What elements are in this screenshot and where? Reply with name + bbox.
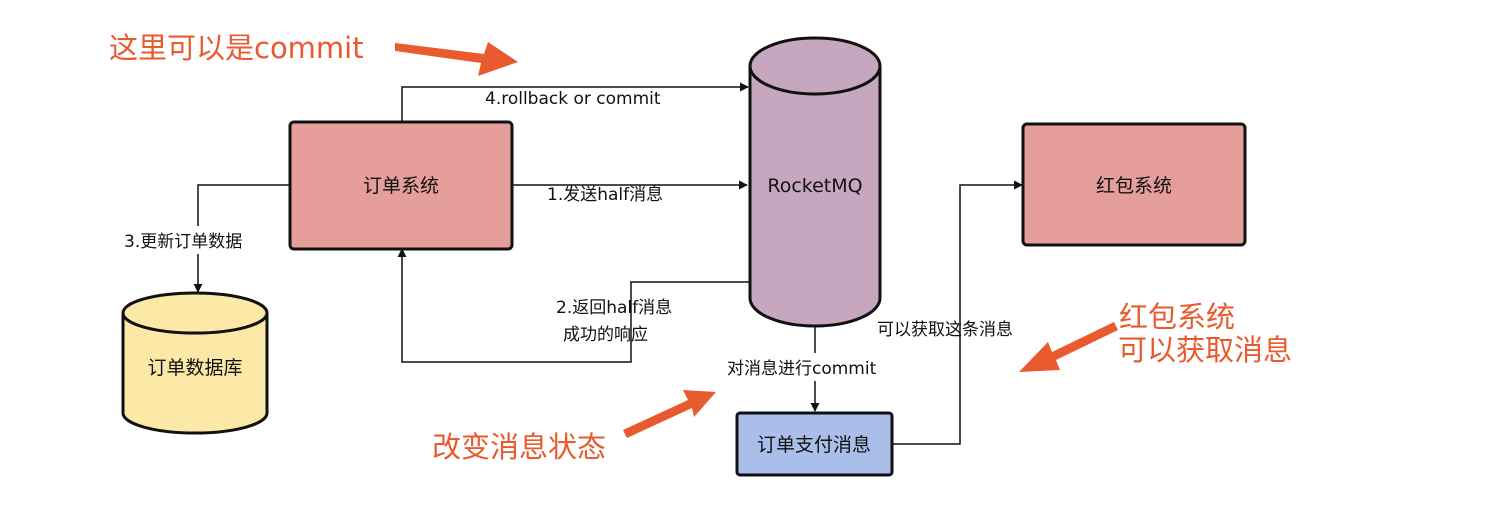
annotation-change-state-arrow [623, 390, 716, 438]
edge-rollback-commit [401, 82, 749, 122]
redpacket-system-node: 红包系统 [1021, 122, 1247, 247]
edge-label-update-order: 3.更新订单数据 [124, 232, 242, 252]
edge-update-order [193, 184, 290, 293]
annotation-change-state: 改变消息状态 [432, 390, 716, 464]
order-system-box [288, 120, 514, 251]
order-db-node: 订单数据库 [121, 291, 269, 435]
edge-label-commit-message: 对消息进行commit [727, 359, 877, 379]
annotation-redpacket-line2: 可以获取消息 [1118, 333, 1292, 367]
redpacket-system-box [1021, 122, 1247, 247]
payment-message-label: 订单支付消息 [757, 434, 871, 456]
annotation-can-commit-text: 这里可以是commit [109, 31, 364, 65]
redpacket-system-label: 红包系统 [1096, 175, 1172, 197]
edge-label-send-half: 1.发送half消息 [547, 185, 663, 205]
rocketmq-node: RocketMQ [748, 36, 882, 328]
edge-label-update-order-bg [118, 226, 282, 254]
edge-label-fetch-message: 可以获取这条消息 [877, 320, 1013, 340]
order-db-top [121, 291, 269, 335]
edge-label-rollback-commit: 4.rollback or commit [485, 89, 661, 109]
edge-label-commit-bg [726, 353, 912, 381]
payment-message-node: 订单支付消息 [735, 411, 894, 477]
edge-label-return-half-1: 2.返回half消息 [556, 298, 672, 318]
annotation-redpacket-arrow [1019, 322, 1118, 372]
annotation-can-commit-arrow [395, 42, 518, 76]
order-db-label: 订单数据库 [147, 357, 242, 379]
payment-message-box [735, 411, 894, 477]
order-system-node: 订单系统 [288, 120, 514, 251]
rocketmq-top [748, 36, 882, 96]
annotation-change-state-text: 改变消息状态 [432, 430, 606, 464]
order-db-body [121, 313, 269, 435]
edge-return-half [397, 248, 749, 363]
edge-fetch-message [892, 180, 1023, 445]
edge-label-return-half-2: 成功的响应 [563, 325, 648, 345]
annotation-can-commit: 这里可以是commit [109, 31, 518, 76]
annotation-redpacket-line1: 红包系统 [1119, 300, 1235, 334]
rocketmq-label: RocketMQ [767, 175, 862, 197]
order-system-label: 订单系统 [363, 175, 439, 197]
annotation-redpacket: 红包系统 可以获取消息 [1019, 300, 1292, 372]
rocketmq-body [748, 66, 882, 328]
